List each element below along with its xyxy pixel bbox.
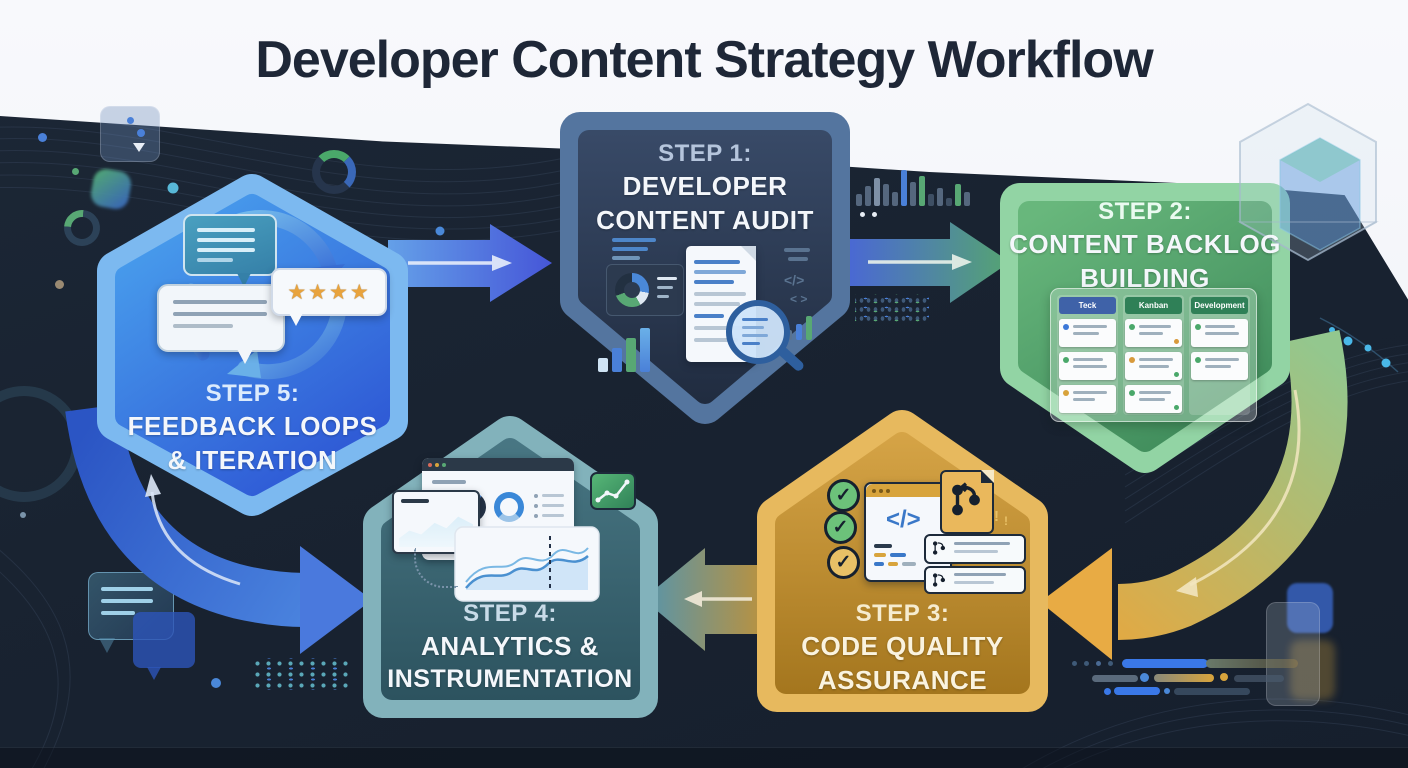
code-icon: </> — [784, 272, 805, 288]
step3-name-line2: ASSURANCE — [817, 665, 988, 695]
arrow-step5-to-step1 — [388, 224, 552, 302]
step5-text: STEP 5: FEEDBACK LOOPS & ITERATION — [97, 380, 408, 476]
step4-text: STEP 4: ANALYTICS & INSTRUMENTATION — [360, 600, 660, 694]
magnifier-icon — [726, 300, 806, 373]
step3-name-line1: CODE QUALITY — [801, 631, 1004, 661]
arrow-step5-loop — [65, 404, 372, 654]
chat-bubble-icon — [183, 214, 277, 287]
page-title: Developer Content Strategy Workflow — [255, 31, 1153, 89]
checkmark-icon: ✓ — [827, 546, 860, 579]
dotted-connector — [414, 548, 458, 588]
step4-label: STEP 4: — [463, 600, 557, 627]
dashboard-icon — [606, 264, 684, 316]
glass-card — [100, 106, 160, 162]
kanban-column-header: Kanban — [1125, 297, 1182, 314]
step1-name-line1: DEVELOPER — [622, 171, 788, 201]
step3-text: STEP 3: CODE QUALITY ASSURANCE — [757, 600, 1048, 696]
trend-chart-icon — [590, 472, 636, 510]
step1-name-line2: CONTENT AUDIT — [596, 205, 814, 235]
hexagon-prism-icon — [1237, 102, 1379, 262]
git-file-icon — [940, 470, 994, 534]
kanban-board-icon: Teck Kanban Development — [1050, 288, 1257, 422]
chat-bubble-icon — [157, 284, 285, 364]
kanban-card — [1059, 352, 1116, 380]
exclamation-icon: ! — [1004, 514, 1008, 528]
step5-label: STEP 5: — [205, 380, 300, 407]
kanban-column: Teck — [1057, 295, 1118, 415]
kanban-card — [1059, 319, 1116, 347]
step5-icons: ★★★★ — [135, 198, 387, 383]
step5-name-line2: & ITERATION — [167, 445, 338, 475]
donut-chart-icon — [494, 492, 524, 522]
area-chart-window-icon — [392, 490, 480, 554]
kanban-card — [1125, 352, 1182, 380]
kanban-card — [1059, 385, 1116, 413]
kanban-card — [1191, 352, 1248, 380]
step5-name-line1: FEEDBACK LOOPS — [127, 411, 378, 441]
arrow-step3-to-step4 — [643, 548, 772, 651]
kanban-card — [1125, 319, 1182, 347]
arrow-step1-to-step2 — [848, 222, 1010, 303]
exclamation-icon: ! — [994, 508, 999, 525]
kanban-column: Development — [1189, 295, 1250, 415]
step4-name-line2: INSTRUMENTATION — [387, 665, 633, 693]
kanban-column-header: Teck — [1059, 297, 1116, 314]
step4-name-line1: ANALYTICS & — [421, 631, 599, 661]
checkmark-icon: ✓ — [827, 479, 860, 512]
step1-text: STEP 1: DEVELOPER CONTENT AUDIT — [560, 140, 850, 236]
step2-text: STEP 2: CONTENT BACKLOG BUILDING — [1000, 198, 1290, 294]
code-window-icon: </> — [864, 482, 952, 582]
step4-icons — [392, 452, 644, 610]
step1-label: STEP 1: — [658, 140, 752, 167]
step2-name-line1: CONTENT BACKLOG — [1009, 229, 1281, 259]
step3-icons: ✓ ✓ ✓ </> ! ! — [812, 468, 1026, 598]
kanban-column-header: Development — [1191, 297, 1248, 314]
kanban-card — [1125, 385, 1182, 413]
checkmark-icon: ✓ — [824, 511, 857, 544]
kanban-card — [1191, 319, 1248, 347]
wave-chart-icon — [454, 526, 600, 602]
mini-bars-icon — [786, 314, 816, 340]
git-card-icon — [924, 534, 1026, 564]
code-icon: < > — [790, 292, 808, 306]
arrow-step2-to-step3 — [1040, 330, 1348, 660]
step3-label: STEP 3: — [855, 600, 950, 627]
triangle-down-icon — [133, 143, 145, 152]
code-icon: </> — [886, 506, 921, 533]
step2-label: STEP 2: — [1098, 198, 1192, 225]
bar-chart-icon — [598, 326, 658, 372]
step1-icons: </> < > — [588, 232, 828, 377]
git-card-icon — [924, 566, 1026, 594]
stars: ★★★★ — [287, 280, 371, 304]
kanban-column: Kanban — [1123, 295, 1184, 415]
star-rating-icon: ★★★★ — [271, 268, 387, 326]
